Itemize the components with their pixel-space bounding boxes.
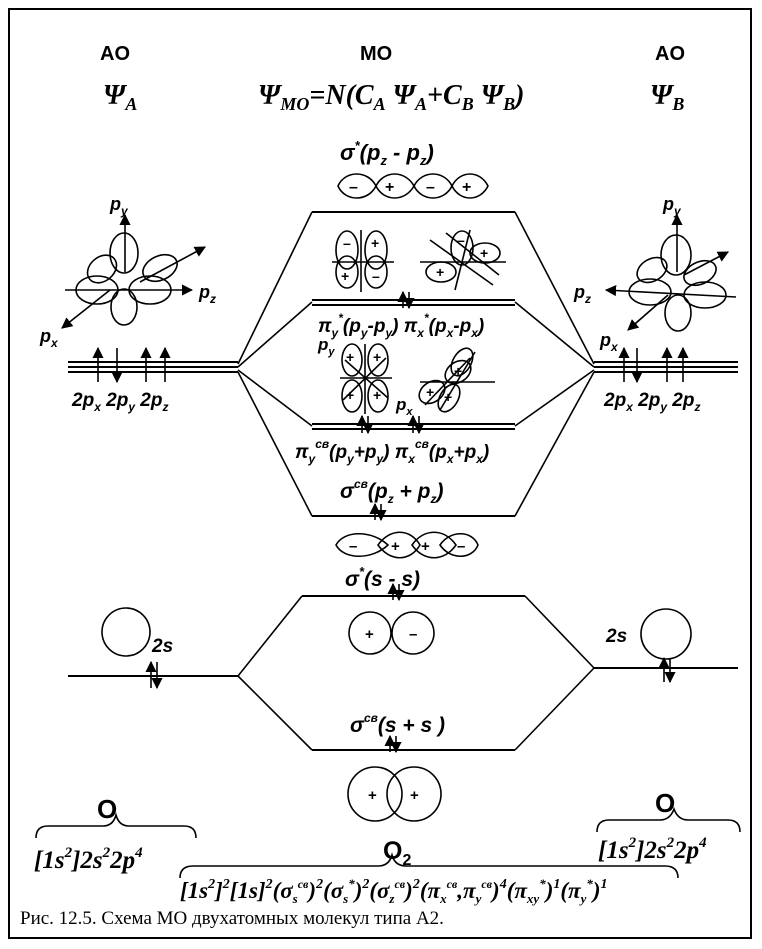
label-sigma-bond-pz: σсв(pz + pz) [340, 477, 443, 506]
left-config: [1s2]2s22p4 [34, 845, 143, 874]
left-py-label: py [109, 194, 129, 218]
left-brace [35, 811, 197, 839]
svg-text:+: + [436, 264, 444, 280]
pi-bond-orbitals [340, 343, 495, 414]
pi-star-signs: –+ +– –+ + [341, 232, 488, 284]
right-brace [596, 806, 741, 833]
left-s-label: 2s [151, 636, 173, 657]
svg-text:+: + [421, 538, 430, 555]
svg-text:+: + [373, 387, 381, 403]
svg-text:–: – [349, 538, 357, 555]
right-s-orbital [640, 608, 692, 660]
left-s-orbital [101, 607, 151, 657]
right-config: [1s2]2s22p4 [598, 835, 707, 864]
figure-frame [8, 8, 752, 939]
svg-text:–: – [349, 179, 358, 196]
svg-text:+: + [454, 363, 462, 379]
svg-text:–: – [457, 538, 465, 555]
label-pi-bond: πyсв(py+py) πxсв(px+px) [295, 437, 489, 466]
figure-caption: Рис. 12.5. Схема МО двухатомных молекул … [20, 908, 444, 929]
sigma-star-pz-signs: – + – + [349, 179, 471, 196]
right-p-sublevels: 2px 2py 2pz [603, 390, 700, 414]
sigma-bond-pz-signs: – + + – [349, 538, 465, 555]
right-p-electrons [618, 346, 689, 384]
right-px-label: px [599, 330, 619, 354]
sigma-star-s-signs: +– [365, 626, 417, 643]
sigma-star-s-electrons [387, 582, 405, 602]
svg-text:+: + [373, 349, 381, 365]
svg-text:+: + [391, 538, 400, 555]
sigma-bond-pz-orbitals [335, 531, 479, 559]
left-p-orbital-drawing [61, 213, 206, 329]
sigma-bond-s-orbitals [347, 766, 442, 822]
left-p-electrons [92, 346, 171, 384]
sigma-star-s-orbitals [348, 611, 435, 655]
svg-text:+: + [426, 384, 434, 400]
label-sigma-star-pz: σ*(pz - pz) [340, 138, 434, 168]
svg-text:+: + [346, 387, 354, 403]
svg-text:+: + [480, 245, 488, 261]
right-py-label: py [662, 194, 682, 218]
svg-text:ΨB: ΨB [650, 80, 684, 114]
psi-mo-formula: ΨMO=N(CA ΨA+CB ΨB) [258, 80, 524, 114]
svg-text:+: + [385, 179, 394, 196]
svg-text:+: + [368, 787, 377, 804]
sigma-bond-pz-electrons [369, 502, 387, 522]
svg-text:–: – [409, 626, 417, 643]
svg-text:+: + [365, 626, 374, 643]
ao-right-heading: AO [655, 43, 685, 65]
svg-text:ΨMO=N(CA ΨA+CB ΨB): ΨMO=N(CA ΨA+CB ΨB) [258, 80, 524, 114]
svg-text:ΨA: ΨA [103, 80, 137, 114]
correlation-lines [237, 211, 595, 751]
sigma-star-pz-orbitals [337, 173, 489, 199]
left-s-electrons [145, 660, 163, 690]
svg-text:+: + [346, 349, 354, 365]
right-s-label: 2s [605, 626, 627, 647]
left-atom-symbol: O [97, 794, 117, 824]
left-px-label: px [39, 326, 59, 350]
right-p-orbital-drawing [604, 213, 737, 332]
right-s-electrons [658, 656, 676, 684]
svg-text:–: – [343, 235, 351, 251]
svg-text:–: – [372, 268, 380, 284]
label-sigma-star-s: σ*(s - s) [345, 564, 420, 591]
molecule-brace [179, 851, 679, 879]
label-pi-star: πy*(py-py) πx*(px-px) [318, 311, 484, 340]
pi-star-orbitals [332, 229, 506, 292]
pi-bond-signs: ++ ++ ++ + [346, 349, 462, 405]
molecule-config: [1s2]2[1s]2(σsсв)2(σs*)2(σzсв)2(πxсв,πyс… [180, 876, 608, 906]
pi-star-electrons [397, 290, 415, 310]
svg-text:–: – [457, 232, 465, 248]
left-p-sublevels: 2px 2py 2pz [71, 390, 168, 414]
mo-heading: MO [360, 43, 392, 65]
label-sigma-bond-s: σсв(s + s ) [350, 711, 445, 737]
ao-left-heading: AO [100, 43, 130, 65]
pi-bond-electrons [356, 414, 425, 435]
sigma-bond-s-signs: ++ [368, 787, 419, 804]
psi-right: ΨB [650, 80, 684, 114]
left-pz-label: pz [198, 282, 216, 306]
right-pz-label: pz [573, 282, 591, 306]
right-atom-symbol: O [655, 788, 675, 818]
psi-left: ΨA [103, 80, 137, 114]
label-px-mid: px [395, 395, 413, 418]
svg-text:+: + [444, 389, 452, 405]
svg-text:+: + [371, 235, 379, 251]
svg-text:+: + [341, 268, 349, 284]
svg-text:+: + [462, 179, 471, 196]
svg-text:–: – [426, 179, 435, 196]
svg-text:+: + [410, 787, 419, 804]
